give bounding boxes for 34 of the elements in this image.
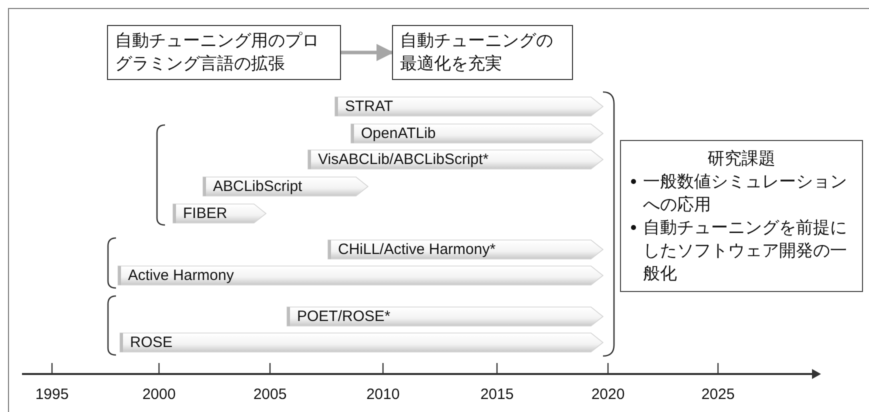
- timeline-bar: [120, 333, 603, 352]
- box-text: 自動チューニング用のプログラミング言語の拡張: [115, 31, 319, 73]
- bar-label: VisABCLib/ABCLibScript*: [318, 151, 489, 168]
- year-label: 2025: [701, 386, 735, 403]
- year-label: 2015: [480, 386, 514, 403]
- process-box: [392, 25, 573, 80]
- timeline-bar: [335, 97, 603, 116]
- year-label: 1995: [35, 386, 69, 403]
- timeline-bar: [203, 177, 368, 196]
- year-label: 2005: [253, 386, 287, 403]
- timeline-bar: [308, 150, 603, 169]
- timeline-bar: [351, 124, 603, 143]
- bar-label: STRAT: [345, 98, 394, 115]
- timeline-bar: [328, 240, 603, 259]
- timeline-bar: [173, 204, 266, 223]
- bar-label: CHiLL/Active Harmony*: [338, 241, 496, 258]
- bar-label: Active Harmony: [128, 267, 234, 284]
- bullet-text: 一般数値シミュレーションへの応用: [643, 171, 848, 216]
- bar-label: POET/ROSE*: [297, 308, 390, 325]
- note-heading: 研究課題: [706, 148, 776, 170]
- year-label: 2000: [142, 386, 176, 403]
- bullet-text: 自動チューニングを前提にしたソフトウェア開発の一般化: [643, 217, 848, 285]
- bar-label: OpenATLib: [361, 125, 436, 142]
- bar-label: FIBER: [183, 205, 228, 222]
- process-box: [107, 25, 341, 80]
- note-box: [620, 140, 863, 292]
- timeline-bar: [287, 307, 603, 326]
- year-label: 2020: [591, 386, 625, 403]
- bar-label: ROSE: [130, 334, 173, 351]
- bar-label: ABCLibScript: [213, 178, 302, 195]
- timeline-bar: [118, 266, 603, 285]
- year-label: 2010: [366, 386, 400, 403]
- arrow: [341, 44, 394, 62]
- box-text: 自動チューニングの最適化を充実: [400, 31, 553, 73]
